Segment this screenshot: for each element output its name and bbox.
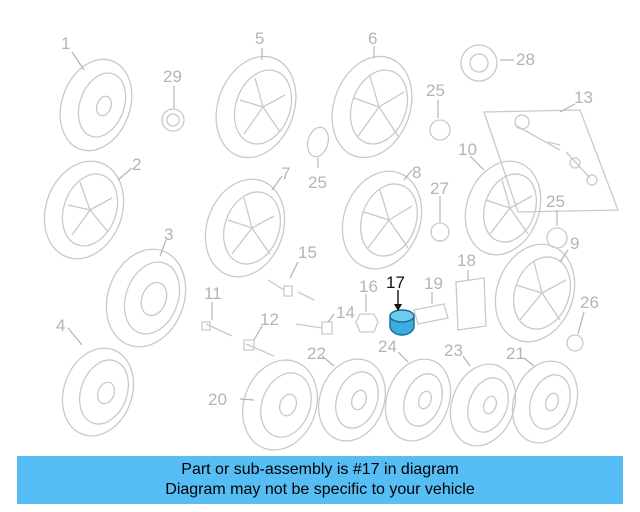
callout-20: 20: [208, 390, 227, 409]
bolt-part-15[interactable]: [267, 279, 315, 301]
wheel-part-4[interactable]: [51, 338, 146, 446]
callout-21: 21: [506, 344, 525, 363]
emblem-part-29[interactable]: [161, 108, 185, 132]
emblem-part-27[interactable]: [430, 222, 450, 242]
callout-9: 9: [570, 234, 579, 253]
center-cap-part-25b[interactable]: [429, 119, 451, 141]
callout-28: 28: [516, 50, 535, 69]
callout-4: 4: [56, 316, 65, 335]
wheel-part-7[interactable]: [192, 168, 298, 288]
ornament-part-28[interactable]: [460, 44, 498, 82]
callout-26: 26: [580, 293, 599, 312]
center-cap-part-25c[interactable]: [546, 227, 568, 249]
callout-27: 27: [430, 179, 449, 198]
callout-10: 10: [458, 140, 477, 159]
callout-7: 7: [281, 164, 290, 183]
wheel-part-5[interactable]: [203, 45, 310, 169]
callout-19: 19: [424, 274, 443, 293]
callout-12: 12: [260, 310, 279, 329]
callout-11: 11: [204, 284, 222, 303]
bolt-part-11[interactable]: [201, 321, 233, 337]
callout-22: 22: [307, 344, 326, 363]
wheel-cover-part-21[interactable]: [502, 352, 589, 452]
callout-23: 23: [444, 341, 463, 360]
callout-5: 5: [255, 29, 264, 48]
wheel-part-10[interactable]: [453, 151, 553, 266]
wheel-part-6[interactable]: [319, 45, 426, 169]
callout-15: 15: [298, 243, 317, 262]
wheel-part-1[interactable]: [48, 49, 144, 161]
callout-13: 13: [574, 88, 593, 107]
tpms-sensor-part-13[interactable]: [483, 109, 619, 213]
wheel-cover-part-24[interactable]: [375, 350, 462, 450]
label-part-18[interactable]: [455, 277, 487, 331]
callout-3: 3: [164, 225, 173, 244]
wheel-part-3[interactable]: [93, 238, 199, 358]
parts-diagram: 1 2 3 4 5 6 7 8 9 10 11 12 13 14 15 16 1…: [31, 29, 619, 455]
callout-lines: [67, 46, 585, 401]
callout-2: 2: [132, 155, 141, 174]
wheel-cover-part-22[interactable]: [308, 350, 397, 451]
cap-part-26[interactable]: [566, 334, 584, 352]
highlighted-part-17[interactable]: [389, 309, 415, 336]
callout-16: 16: [359, 277, 378, 296]
callout-24: 24: [378, 337, 397, 356]
callout-25-c: 25: [546, 192, 565, 211]
callout-numbers: 1 2 3 4 5 6 7 8 9 10 11 12 13 14 15 16 1…: [56, 29, 599, 409]
wheel-cover-part-23[interactable]: [440, 355, 527, 455]
callout-14: 14: [336, 303, 355, 322]
callout-18: 18: [457, 251, 476, 270]
wheel-part-2[interactable]: [31, 150, 137, 270]
valve-part-12[interactable]: [243, 339, 275, 357]
nut-part-16[interactable]: [355, 313, 379, 333]
wheel-part-8[interactable]: [329, 160, 435, 280]
callout-25-b: 25: [426, 81, 445, 100]
center-cap-part-25a[interactable]: [304, 125, 331, 159]
banner-line-2: Diagram may not be specific to your vehi…: [165, 481, 475, 498]
callout-29: 29: [163, 67, 182, 86]
banner-line-1: Part or sub-assembly is #17 in diagram: [181, 461, 459, 478]
callout-17: 17: [386, 273, 405, 292]
callout-6: 6: [368, 29, 377, 48]
wheel-cover-part-20[interactable]: [230, 349, 329, 455]
callout-8: 8: [412, 163, 421, 182]
callout-1: 1: [61, 34, 70, 53]
spacer-part-19[interactable]: [413, 303, 449, 325]
bolt-part-14[interactable]: [295, 321, 333, 335]
callout-25-a: 25: [308, 173, 327, 192]
info-banner: Part or sub-assembly is #17 in diagram D…: [17, 456, 623, 504]
